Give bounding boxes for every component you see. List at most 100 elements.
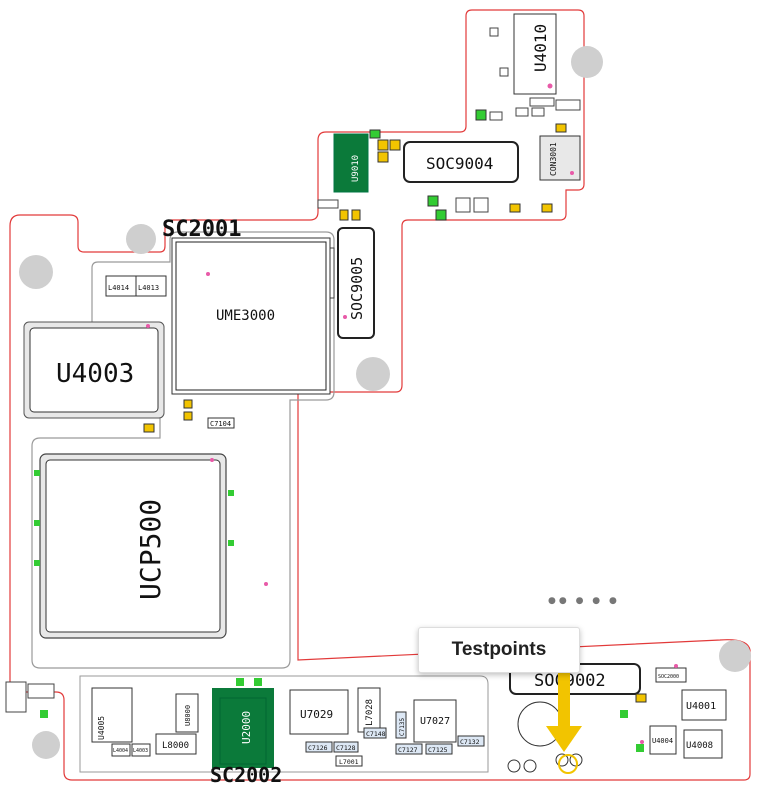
bottom-keepout [79,675,489,773]
testpoints-label: Testpoints [451,639,547,660]
label-l7028: L7028 [365,699,375,726]
cap-c7127 [395,743,423,755]
label-u7029: U7029 [300,708,333,721]
label-l4004: L4004 [113,748,128,754]
chip-u8000 [175,693,199,733]
smd-part-green [427,195,439,207]
label-u8000: U8000 [184,705,192,726]
testpoint [523,759,537,773]
mount-hole [19,255,53,289]
chip-soc9004 [403,141,519,183]
mount-hole [126,224,156,254]
smd-part-green [34,520,40,526]
label-l4003: L4003 [133,748,148,754]
smd-part [499,67,509,77]
chip-ucp500-inner [45,459,221,633]
label-l7001: L7001 [339,758,359,766]
cap-c7104 [207,417,235,429]
smd-part-green [475,109,487,121]
smd-part-green [435,209,447,221]
smd-part-green [636,744,644,752]
inductor-l4004 [111,743,131,757]
label-c7104: C7104 [210,420,231,428]
pager-dots[interactable]: ●● ● ● ● [548,596,620,606]
smd-part [489,111,503,121]
label-soc2000: SOC2000 [658,674,679,680]
label-l8000: L8000 [162,741,189,751]
smd-part-green [254,678,262,686]
mount-hole [32,731,60,759]
smd-part [473,197,489,213]
smd-part-green [228,540,234,546]
label-soc9005: SOC9005 [348,257,366,320]
smd-part [27,683,55,699]
cap-c7148 [363,727,387,739]
smd-part-yellow [509,203,521,213]
chip-u7027 [413,699,457,743]
smd-part-yellow [541,203,553,213]
smd-part-yellow [377,151,389,163]
smd-part-yellow [143,423,155,433]
con3001 [539,135,581,181]
label-c7125: C7125 [428,746,448,754]
smd-part-green [34,560,40,566]
smd-part-green [34,470,40,476]
smd-part-yellow [351,209,361,221]
mount-hole [571,46,603,78]
smd-part-yellow [183,399,193,409]
label-c7135: C7135 [399,718,406,736]
arrow-head [546,726,582,752]
smd-part [455,197,471,213]
smd-part [529,97,555,107]
label-c7132: C7132 [460,738,480,746]
cap-c7132 [457,735,485,747]
chip-u2000 [219,697,267,765]
label-u9010: U9010 [351,155,361,182]
smd-part-green [228,490,234,496]
label-c7126: C7126 [308,744,328,752]
smd-part-yellow [377,139,389,151]
keepout-outline [31,231,335,669]
chip-u4010 [513,13,557,95]
pink-dot [210,458,214,462]
testpoint [507,759,521,773]
mount-hole [356,357,390,391]
pink-dot [674,664,678,668]
cap-c7135 [395,711,407,739]
pink-dot [570,171,574,175]
smd-part-green [369,129,381,139]
label-u4004: U4004 [652,737,673,745]
chip-u4005 [91,687,133,743]
chip-soc9005 [337,227,375,339]
smd-part [531,107,545,117]
smd-part-green [40,710,48,718]
label-ume3000: UME3000 [216,308,275,324]
smd-part-yellow [183,411,193,421]
label-u4010: U4010 [531,24,550,72]
inductor-l4013 [135,275,167,297]
chip-u4004 [649,725,677,755]
label-u4003: U4003 [56,359,134,389]
inductor-l7001 [335,755,363,767]
label-c7148: C7148 [366,730,386,738]
cap-c7128 [333,741,359,753]
chip-ume3000-inner [175,241,327,391]
label-u7027: U7027 [420,716,450,727]
label-u4005: U4005 [97,716,106,740]
label-u4008: U4008 [686,741,713,751]
pink-dot [264,582,268,586]
chip-u9010 [333,133,369,193]
pink-dot [640,740,644,744]
cap-c7125 [425,743,453,755]
label-con3001: CON3001 [549,142,558,176]
chip-u4008 [683,729,723,759]
smd-part-green [236,678,244,686]
smd-part-yellow [389,139,401,151]
smd-part-yellow [555,123,567,133]
label-soc9004: SOC9004 [426,154,493,173]
smd-part-yellow [635,693,647,703]
arrow-shaft [558,672,570,728]
smd-part [317,199,339,209]
chip-u4003-inner [29,327,159,413]
